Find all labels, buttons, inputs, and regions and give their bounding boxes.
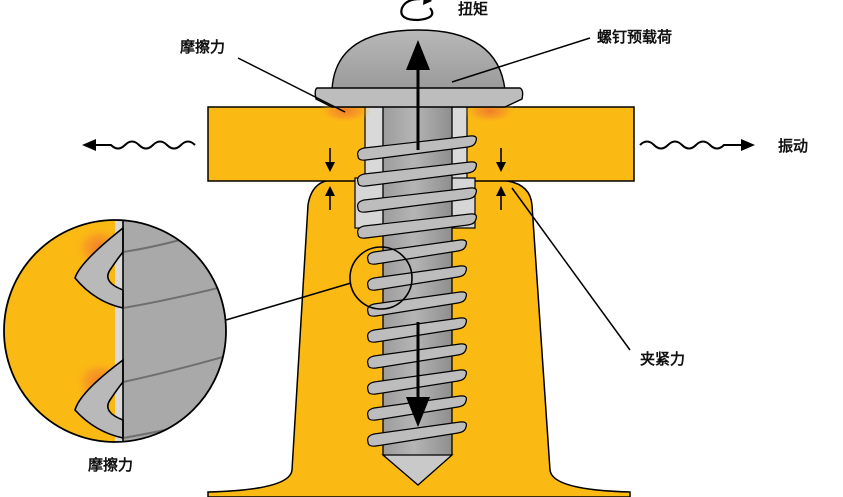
vibration-arrow-right [639, 139, 755, 151]
magnifier-source-circle [349, 246, 413, 310]
torque-rotation-icon [400, 0, 434, 22]
label-friction-top: 摩擦力 [180, 38, 225, 56]
screw-threads [357, 135, 477, 447]
leader-bolt-preload [451, 37, 591, 83]
screw-tip [381, 454, 454, 486]
magnifier-connector [225, 282, 352, 321]
label-clamping-force: 夹紧力 [640, 350, 685, 368]
label-bolt-preload: 螺钉预载荷 [597, 28, 672, 46]
screw-thread [367, 265, 467, 291]
screw-thread [357, 161, 477, 187]
screw-thread [367, 291, 467, 317]
screw-thread [357, 213, 477, 239]
label-friction-bottom: 摩擦力 [88, 456, 133, 474]
screw-thread [357, 187, 477, 213]
magnifier-circle [3, 219, 227, 443]
screw-thread [367, 239, 467, 265]
vibration-arrow-left [82, 139, 196, 151]
label-vibration: 振动 [778, 137, 808, 155]
label-torque: 扭矩 [458, 0, 488, 18]
magnified-detail [4, 220, 226, 442]
leader-clamping-force [511, 187, 631, 351]
clamp-arrows-right [496, 148, 506, 210]
clamp-arrows-left [325, 148, 335, 210]
leader-friction-top [237, 57, 346, 113]
screw-thread [367, 421, 467, 447]
